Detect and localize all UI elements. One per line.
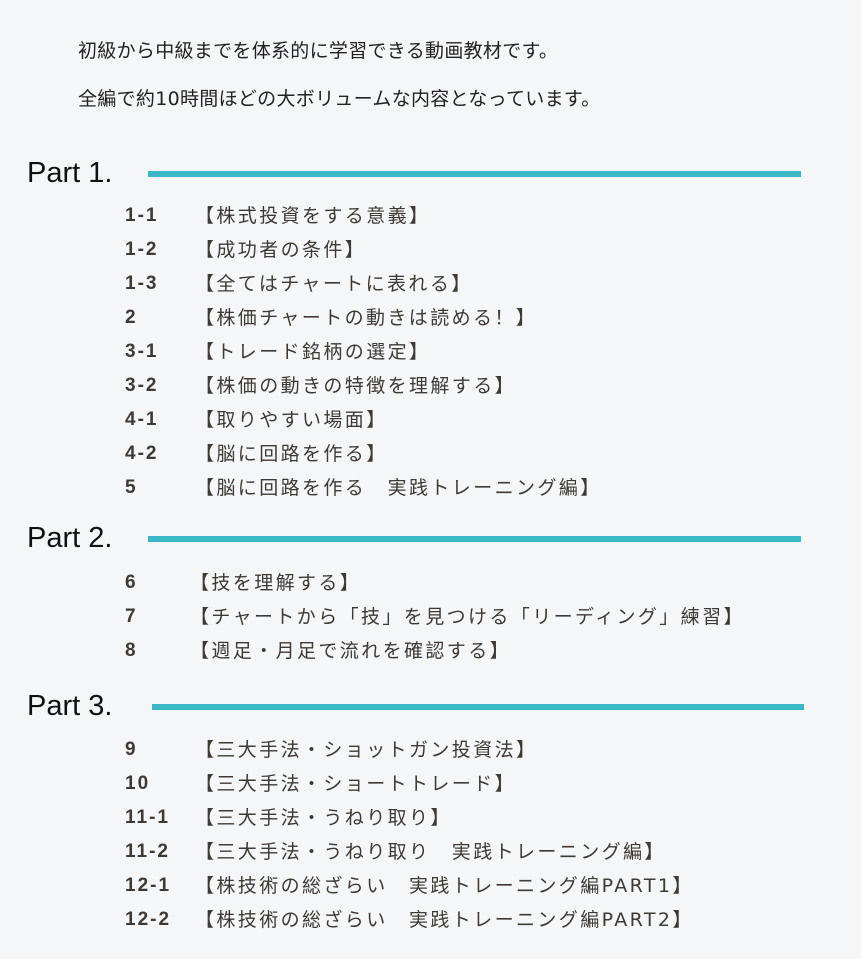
- lesson-title: 【三大手法・うねり取り】: [195, 807, 452, 829]
- part-label: Part 2.: [27, 522, 113, 554]
- lesson-item: 8 【週足・月足で流れを確認する】: [0, 636, 861, 666]
- lesson-title: 【株技術の総ざらい 実践トレーニング編PART1】: [195, 875, 694, 897]
- lesson-item: 3-1 【トレード銘柄の選定】: [0, 337, 861, 367]
- lesson-number: 1-3: [125, 273, 159, 294]
- part-divider-line: [148, 536, 801, 542]
- lesson-number: 7: [125, 606, 138, 627]
- lesson-item: 10 【三大手法・ショートトレード】: [0, 769, 861, 799]
- lesson-item: 3-2 【株価の動きの特徴を理解する】: [0, 371, 861, 401]
- part-divider-line: [152, 704, 804, 710]
- lesson-title: 【チャートから「技」を見つける「リーディング」練習】: [190, 606, 745, 628]
- part-header-3: Part 3.: [0, 686, 861, 726]
- lesson-title: 【成功者の条件】: [195, 239, 367, 261]
- intro-line-2: 全編で約10時間ほどの大ボリュームな内容となっています。: [78, 88, 601, 110]
- lesson-title: 【三大手法・ショートトレード】: [195, 773, 517, 795]
- lesson-title: 【三大手法・ショットガン投資法】: [195, 739, 538, 761]
- lesson-title: 【株価チャートの動きは読める！】: [195, 307, 538, 329]
- lesson-title: 【トレード銘柄の選定】: [195, 341, 431, 363]
- lesson-number: 3-1: [125, 341, 159, 362]
- lesson-title: 【週足・月足で流れを確認する】: [190, 640, 512, 662]
- lesson-item: 11-1 【三大手法・うねり取り】: [0, 803, 861, 833]
- lesson-item: 9 【三大手法・ショットガン投資法】: [0, 735, 861, 765]
- lesson-number: 11-1: [125, 807, 170, 828]
- lesson-number: 2: [125, 307, 138, 328]
- lesson-title: 【全てはチャートに表れる】: [195, 273, 473, 295]
- lesson-title: 【三大手法・うねり取り 実践トレーニング編】: [195, 841, 666, 863]
- lesson-number: 6: [125, 572, 138, 593]
- part-header-1: Part 1.: [0, 153, 861, 193]
- lesson-item: 1-1 【株式投資をする意義】: [0, 201, 861, 231]
- lesson-item: 5 【脳に回路を作る 実践トレーニング編】: [0, 473, 861, 503]
- lesson-title: 【株式投資をする意義】: [195, 205, 431, 227]
- lesson-title: 【脳に回路を作る】: [195, 443, 388, 465]
- lesson-number: 8: [125, 640, 138, 661]
- lesson-number: 1-1: [125, 205, 159, 226]
- lesson-number: 11-2: [125, 841, 170, 862]
- lesson-item: 4-2 【脳に回路を作る】: [0, 439, 861, 469]
- lesson-item: 2 【株価チャートの動きは読める！】: [0, 303, 861, 333]
- part-label: Part 1.: [27, 157, 113, 189]
- lesson-item: 7 【チャートから「技」を見つける「リーディング」練習】: [0, 602, 861, 632]
- lesson-title: 【株価の動きの特徴を理解する】: [195, 375, 517, 397]
- lesson-number: 1-2: [125, 239, 159, 260]
- lesson-title: 【取りやすい場面】: [195, 409, 388, 431]
- lesson-item: 6 【技を理解する】: [0, 568, 861, 598]
- lesson-number: 5: [125, 477, 138, 498]
- lesson-title: 【株技術の総ざらい 実践トレーニング編PART2】: [195, 909, 694, 931]
- lesson-item: 1-3 【全てはチャートに表れる】: [0, 269, 861, 299]
- lesson-title: 【脳に回路を作る 実践トレーニング編】: [195, 477, 602, 499]
- part-divider-line: [148, 171, 801, 177]
- lesson-number: 9: [125, 739, 138, 760]
- lesson-number: 4-1: [125, 409, 159, 430]
- lesson-number: 12-1: [125, 875, 172, 896]
- lesson-item: 4-1 【取りやすい場面】: [0, 405, 861, 435]
- lesson-number: 12-2: [125, 909, 172, 930]
- part-label: Part 3.: [27, 690, 113, 722]
- lesson-number: 3-2: [125, 375, 159, 396]
- part-header-2: Part 2.: [0, 518, 861, 558]
- lesson-item: 12-2 【株技術の総ざらい 実践トレーニング編PART2】: [0, 905, 861, 935]
- lesson-number: 10: [125, 773, 151, 794]
- lesson-item: 11-2 【三大手法・うねり取り 実践トレーニング編】: [0, 837, 861, 867]
- lesson-item: 1-2 【成功者の条件】: [0, 235, 861, 265]
- lesson-title: 【技を理解する】: [190, 572, 362, 594]
- lesson-item: 12-1 【株技術の総ざらい 実践トレーニング編PART1】: [0, 871, 861, 901]
- lesson-number: 4-2: [125, 443, 159, 464]
- intro-line-1: 初級から中級までを体系的に学習できる動画教材です。: [78, 40, 559, 62]
